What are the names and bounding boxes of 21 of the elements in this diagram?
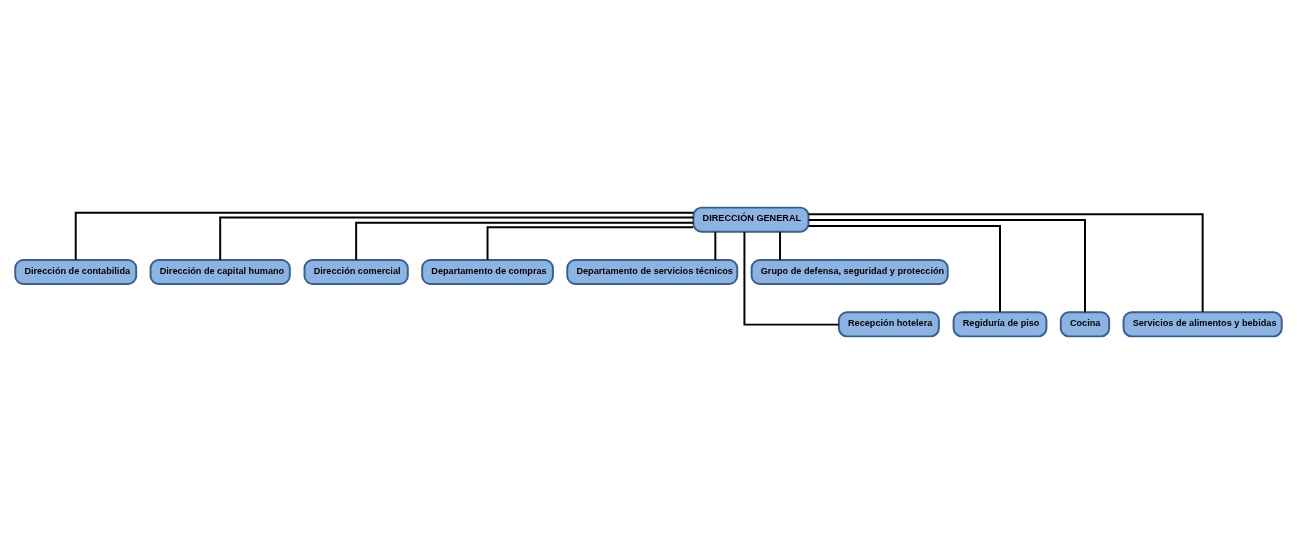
node-box: Departamento de compras	[421, 258, 554, 285]
connector	[779, 230, 782, 261]
connector	[807, 224, 1001, 313]
connector	[807, 218, 1086, 313]
node-box: Recepción hotelera	[837, 310, 940, 337]
connector	[486, 225, 695, 261]
node-box: Dirección de contabilida	[14, 258, 138, 285]
node-box: Grupo de defensa, seguridad y protección	[750, 258, 949, 285]
connector	[219, 215, 695, 261]
node-box: Dirección de capital humano	[149, 258, 291, 285]
node-box: Dirección comercial	[303, 258, 409, 285]
node-box: Regiduría de piso	[952, 310, 1048, 337]
connector	[743, 230, 840, 326]
connector	[74, 211, 695, 261]
node-box: Departamento de servicios técnicos	[566, 258, 739, 285]
connector	[714, 230, 717, 261]
connector	[355, 221, 695, 261]
connector	[807, 212, 1204, 313]
node-box: Cocina	[1059, 310, 1111, 337]
node-box: DIRECCIÓN GENERAL	[692, 206, 810, 233]
node-box: Servicios de alimentos y bebidas	[1122, 310, 1283, 337]
